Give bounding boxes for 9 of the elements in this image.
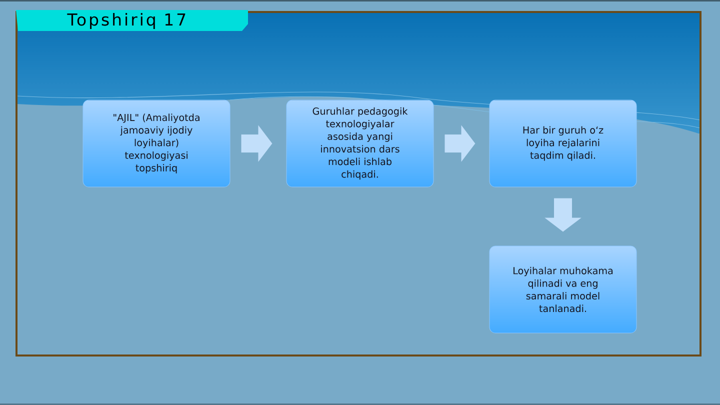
step-text: Har bir guruh o‘z loyiha rejalarini taqdim qiladi. (523, 126, 604, 161)
process-box (82, 100, 230, 188)
process-box (286, 100, 434, 188)
process-box (489, 246, 637, 334)
step-text: Guruhlar pedagogik texnologiyalar asosida yangi innovatsion dars modeli ishlab chiqadi. (312, 107, 408, 180)
process-box (489, 100, 637, 188)
step-text: "AJIL" (Amaliyotda jamoaviy ijodiy loyihalar) texnologiyasi topshiriq (114, 114, 200, 174)
title-tab: Topshiriq 17 (16, 10, 248, 31)
step-text: Loyihalar muhokama qilinadi va eng samarali model tanlanadi. (514, 266, 613, 312)
